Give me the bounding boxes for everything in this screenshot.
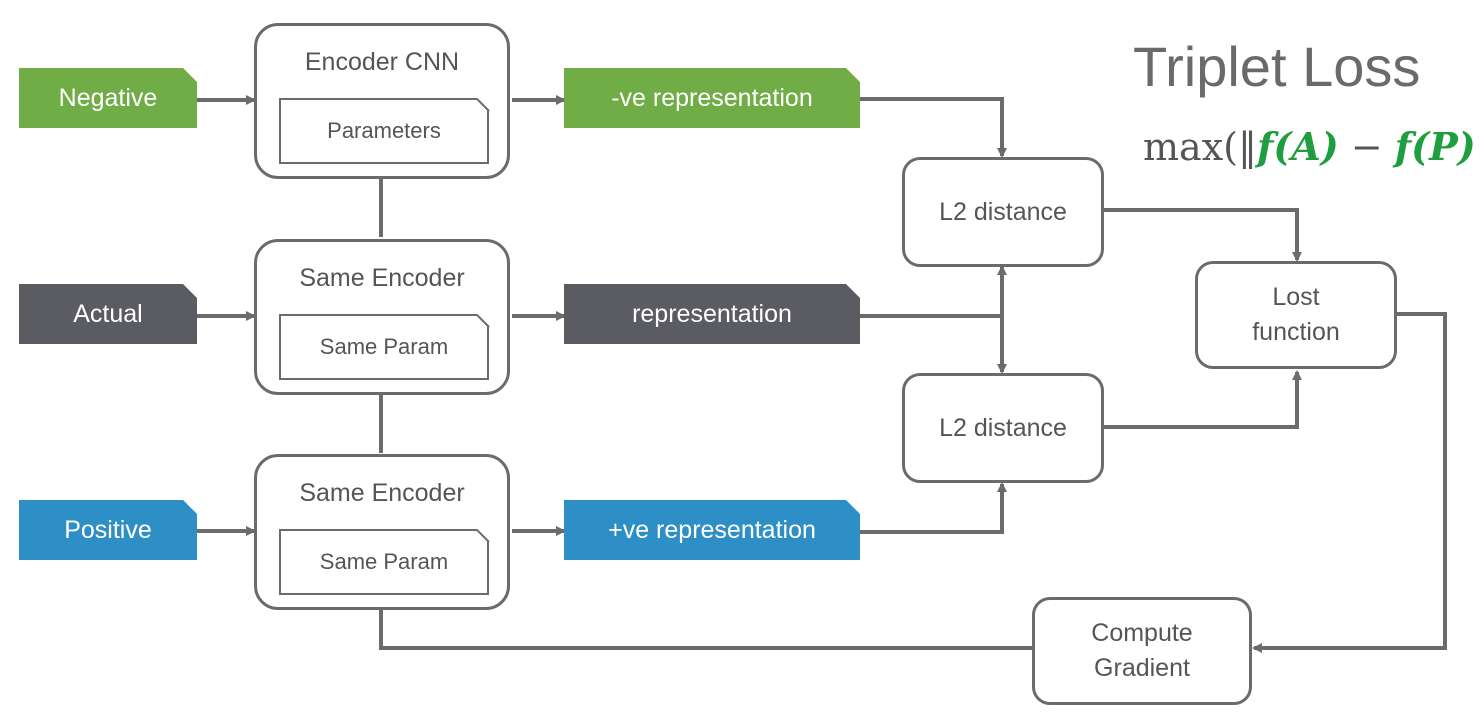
link-gradient-to-encoders — [379, 609, 1034, 650]
compute-gradient-line1: Compute — [1091, 619, 1193, 647]
formula-f-anchor: f — [1256, 124, 1274, 169]
actual-representation: representation — [564, 284, 860, 344]
input-actual-label: Actual — [73, 299, 143, 328]
l2-distance-top: L2 distance — [902, 157, 1104, 267]
param-fold-corner — [476, 314, 490, 328]
encoder-cnn-parameters: Parameters — [279, 98, 489, 164]
diagram-title: Triplet Loss — [1133, 35, 1421, 98]
positive-representation: +ve representation — [564, 500, 860, 560]
encoder-cnn: Encoder CNN Parameters — [254, 23, 510, 179]
formula-prefix: max(‖ — [1143, 125, 1257, 169]
formula-anchor: A — [1291, 124, 1321, 169]
l2-distance-bottom-label: L2 distance — [939, 413, 1067, 442]
encoder-bottom-title: Same Encoder — [299, 479, 465, 507]
negative-representation: -ve representation — [564, 68, 860, 128]
positive-representation-label: +ve representation — [608, 515, 816, 544]
arrow-l2-bottom-to-loss — [1104, 370, 1302, 429]
compute-gradient-box: Compute Gradient — [1032, 597, 1252, 705]
formula-positive: P — [1429, 124, 1458, 169]
formula-minus: − — [1338, 125, 1395, 169]
input-negative: Negative — [19, 68, 197, 128]
arrow-neg-rep-to-l2-top — [860, 97, 1007, 158]
loss-function-box: Lost function — [1195, 261, 1397, 369]
triplet-loss-formula: max(‖f(A) − f(P) — [1143, 124, 1476, 169]
encoder-middle-param: Same Param — [279, 314, 489, 380]
arrow-l2-top-to-loss — [1104, 208, 1302, 262]
formula-paren-open-p: ( — [1411, 124, 1430, 169]
formula-paren-open-a: ( — [1273, 124, 1292, 169]
negative-representation-label: -ve representation — [611, 83, 813, 112]
formula-paren-close-a: ) — [1320, 124, 1339, 169]
arrow-pos-rep-to-l2-bottom — [860, 482, 1007, 534]
encoder-middle-title: Same Encoder — [299, 264, 465, 292]
param-fold-corner — [476, 529, 490, 543]
arrow-loss-to-gradient — [1252, 312, 1447, 653]
input-positive-label: Positive — [64, 515, 152, 544]
loss-function-line1: Lost — [1272, 283, 1320, 311]
actual-representation-label: representation — [632, 299, 792, 328]
encoder-same-bottom: Same Encoder Same Param — [254, 454, 510, 610]
input-actual: Actual — [19, 284, 197, 344]
input-negative-label: Negative — [58, 83, 158, 112]
formula-f-positive: f — [1394, 124, 1412, 169]
input-positive: Positive — [19, 500, 197, 560]
compute-gradient-line2: Gradient — [1094, 654, 1190, 682]
l2-distance-top-label: L2 distance — [939, 197, 1067, 226]
encoder-cnn-title: Encoder CNN — [304, 48, 460, 76]
l2-distance-bottom: L2 distance — [902, 373, 1104, 483]
encoder-same-middle: Same Encoder Same Param — [254, 239, 510, 395]
encoder-bottom-param: Same Param — [279, 529, 489, 595]
loss-function-line2: function — [1252, 318, 1340, 346]
param-fold-corner — [476, 98, 490, 112]
formula-paren-close-p: ) — [1457, 124, 1476, 169]
